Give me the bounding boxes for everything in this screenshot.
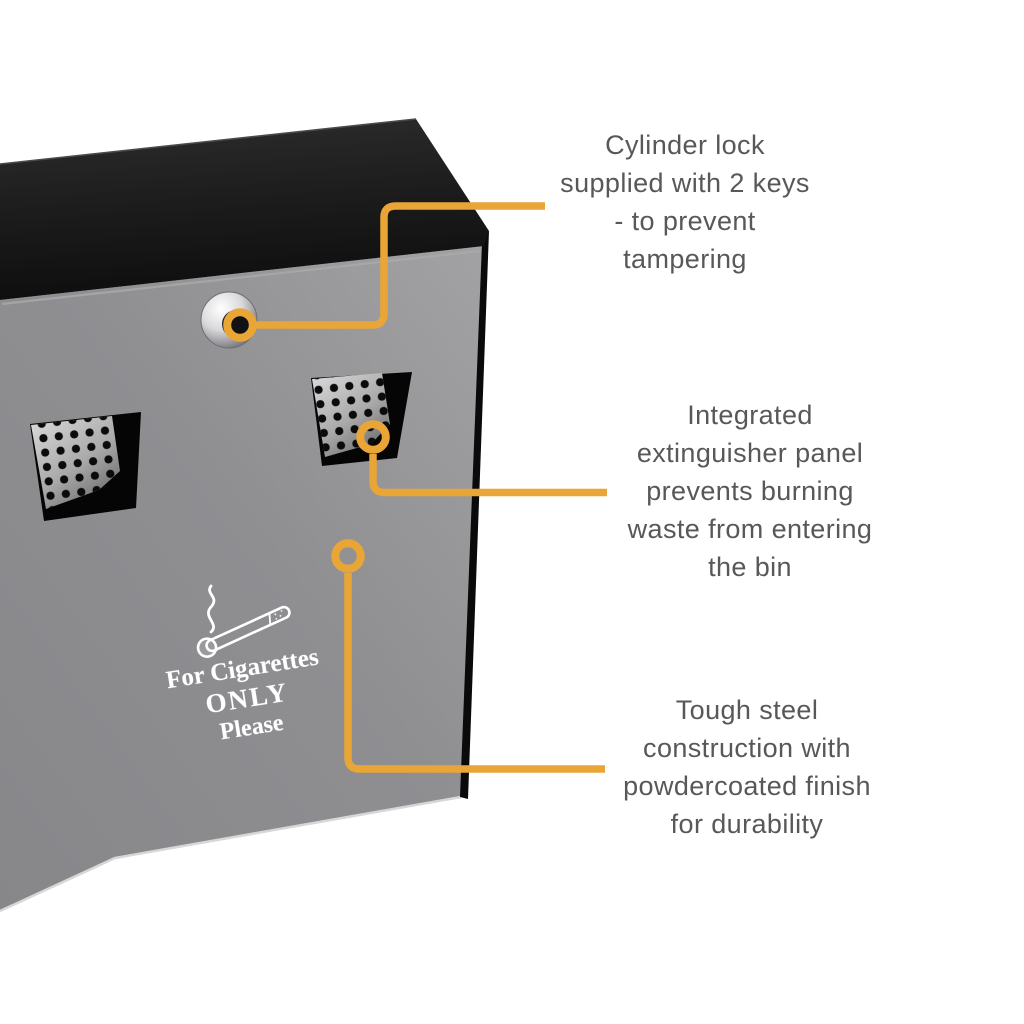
cigarette-icon bbox=[196, 584, 291, 658]
callout-line: prevents burning bbox=[646, 476, 854, 506]
lid-face-seam-highlight bbox=[1, 249, 481, 306]
callout-line-steel-construction bbox=[344, 573, 605, 773]
callout-line: powdercoated finish bbox=[623, 771, 871, 801]
callout-marker-cylinder-lock bbox=[223, 308, 257, 342]
callout-line-cylinder-lock bbox=[255, 202, 545, 329]
callout-connectors bbox=[223, 202, 607, 773]
callout-line: - to prevent bbox=[614, 206, 756, 236]
callout-text-cylinder-lock: Cylinder lock supplied with 2 keys - to … bbox=[505, 126, 865, 278]
bin-front-face bbox=[0, 246, 483, 911]
extinguisher-panel-left bbox=[30, 412, 141, 521]
bin-graphic bbox=[0, 118, 489, 913]
callout-line: waste from entering bbox=[627, 514, 873, 544]
extinguisher-panel-right bbox=[311, 372, 412, 466]
callout-line: tampering bbox=[623, 244, 747, 274]
lid-top-highlight bbox=[0, 118, 417, 165]
callout-line: Integrated bbox=[687, 400, 813, 430]
callout-marker-steel-construction bbox=[331, 539, 365, 573]
callout-line-extinguisher-panel bbox=[369, 454, 607, 497]
callout-line: Tough steel bbox=[675, 695, 819, 725]
callout-line: the bin bbox=[708, 552, 792, 582]
callout-line: extinguisher panel bbox=[636, 438, 864, 468]
callout-text-extinguisher-panel: Integrated extinguisher panel prevents b… bbox=[568, 396, 932, 586]
callout-line: Cylinder lock bbox=[605, 130, 765, 160]
callout-line: supplied with 2 keys bbox=[560, 168, 810, 198]
bin-lid bbox=[0, 119, 489, 300]
callout-line: construction with bbox=[643, 733, 851, 763]
callout-marker-extinguisher-panel bbox=[356, 420, 390, 454]
bin-bottom-highlight bbox=[0, 795, 462, 913]
callout-line: for durability bbox=[670, 809, 824, 839]
callout-text-steel-construction: Tough steel construction with powdercoat… bbox=[565, 691, 929, 843]
bin-right-edge bbox=[460, 231, 489, 799]
